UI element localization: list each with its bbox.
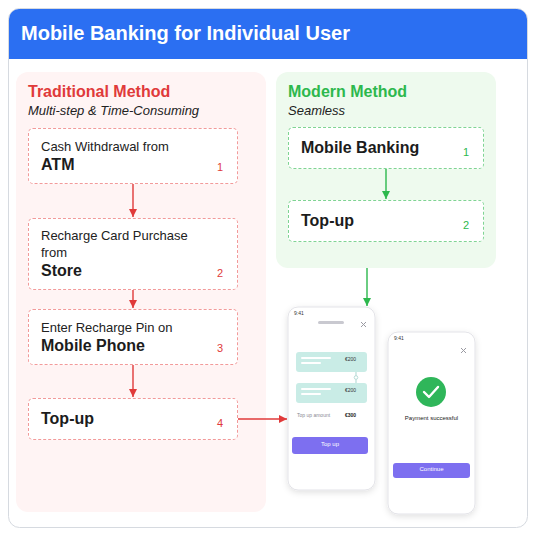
screen-text: Payment successful — [388, 415, 475, 422]
traditional-panel-ground — [16, 72, 266, 512]
phone-screen: 9:41 €200 €200Top up amount €300Top up — [288, 307, 375, 490]
screen-text: Top up amount — [297, 413, 330, 419]
group-panel: Traditional MethodMulti-step & Time-Cons… — [16, 72, 266, 512]
screen-text: 9:41 — [294, 311, 304, 317]
card-line — [301, 357, 331, 359]
process-box: Mobile Banking 1 — [288, 127, 484, 169]
step-caption: Recharge Card Purchase from — [41, 227, 207, 261]
success-circle — [416, 377, 446, 407]
panel-subtitle: Seamless — [288, 102, 484, 119]
flow-arrow — [132, 365, 133, 397]
screen-text: Continue — [393, 466, 470, 473]
flow-arrow — [132, 184, 133, 217]
step-caption: Enter Recharge Pin on — [41, 319, 207, 336]
card-line — [301, 362, 321, 364]
step-title: Top-up — [301, 211, 453, 231]
panel-subtitle: Multi-step & Time-Consuming — [28, 102, 254, 119]
process-box: Cash Withdrawal fromATM 1 — [28, 128, 238, 184]
step-title: Top-up — [41, 409, 207, 429]
step-number: 3 — [217, 342, 223, 355]
step-number: 2 — [463, 219, 469, 232]
amount-card — [296, 352, 367, 372]
screen-text: 9:41 — [394, 336, 404, 342]
title: Mobile Banking for Individual User — [21, 22, 350, 45]
step-number: 1 — [217, 161, 223, 174]
flow-arrow — [366, 268, 367, 306]
card-link-dot — [354, 376, 358, 380]
phone-top-bar — [318, 321, 344, 324]
step-number: 4 — [217, 417, 223, 430]
screen-text: €200 — [345, 388, 356, 394]
amount-card — [296, 383, 367, 403]
process-box: Enter Recharge Pin onMobile Phone 3 — [28, 309, 238, 365]
flow-arrow — [385, 169, 386, 199]
step-title: Mobile Phone — [41, 336, 207, 356]
step-number: 2 — [217, 267, 223, 280]
title-bar: Mobile Banking for Individual User — [9, 9, 527, 59]
screen-text: €300 — [345, 413, 356, 419]
check-mark — [424, 387, 438, 397]
modern-panel-ground — [276, 72, 496, 268]
phone-screen: 9:41Payment successfulContinue — [388, 332, 475, 514]
process-box: Recharge Card Purchase fromStore 2 — [28, 218, 238, 290]
step-title: Mobile Banking — [301, 138, 453, 158]
continue-button — [393, 463, 470, 478]
panel-heading: Modern Method — [288, 82, 484, 101]
close-icon — [361, 322, 366, 327]
flow-arrow — [238, 418, 287, 419]
close-icon — [461, 348, 466, 353]
step-title: Store — [41, 261, 207, 281]
screen-text: €200 — [345, 357, 356, 363]
panel-heading: Traditional Method — [28, 82, 254, 101]
screen-text: Top up — [292, 441, 368, 448]
top-up-button — [292, 437, 368, 454]
card-line — [301, 388, 331, 390]
phone-body — [388, 332, 475, 514]
phone-body — [288, 307, 375, 490]
outer-card — [9, 9, 528, 528]
group-panel: Modern MethodSeamlessMobile Banking 1Top-… — [276, 72, 496, 268]
step-title: ATM — [41, 155, 207, 175]
flow-arrow — [132, 290, 133, 308]
step-number: 1 — [463, 146, 469, 159]
process-box: Top-up 4 — [28, 398, 238, 440]
step-caption: Cash Withdrawal from — [41, 138, 207, 155]
process-box: Top-up 2 — [288, 200, 484, 242]
card-line — [301, 393, 321, 395]
